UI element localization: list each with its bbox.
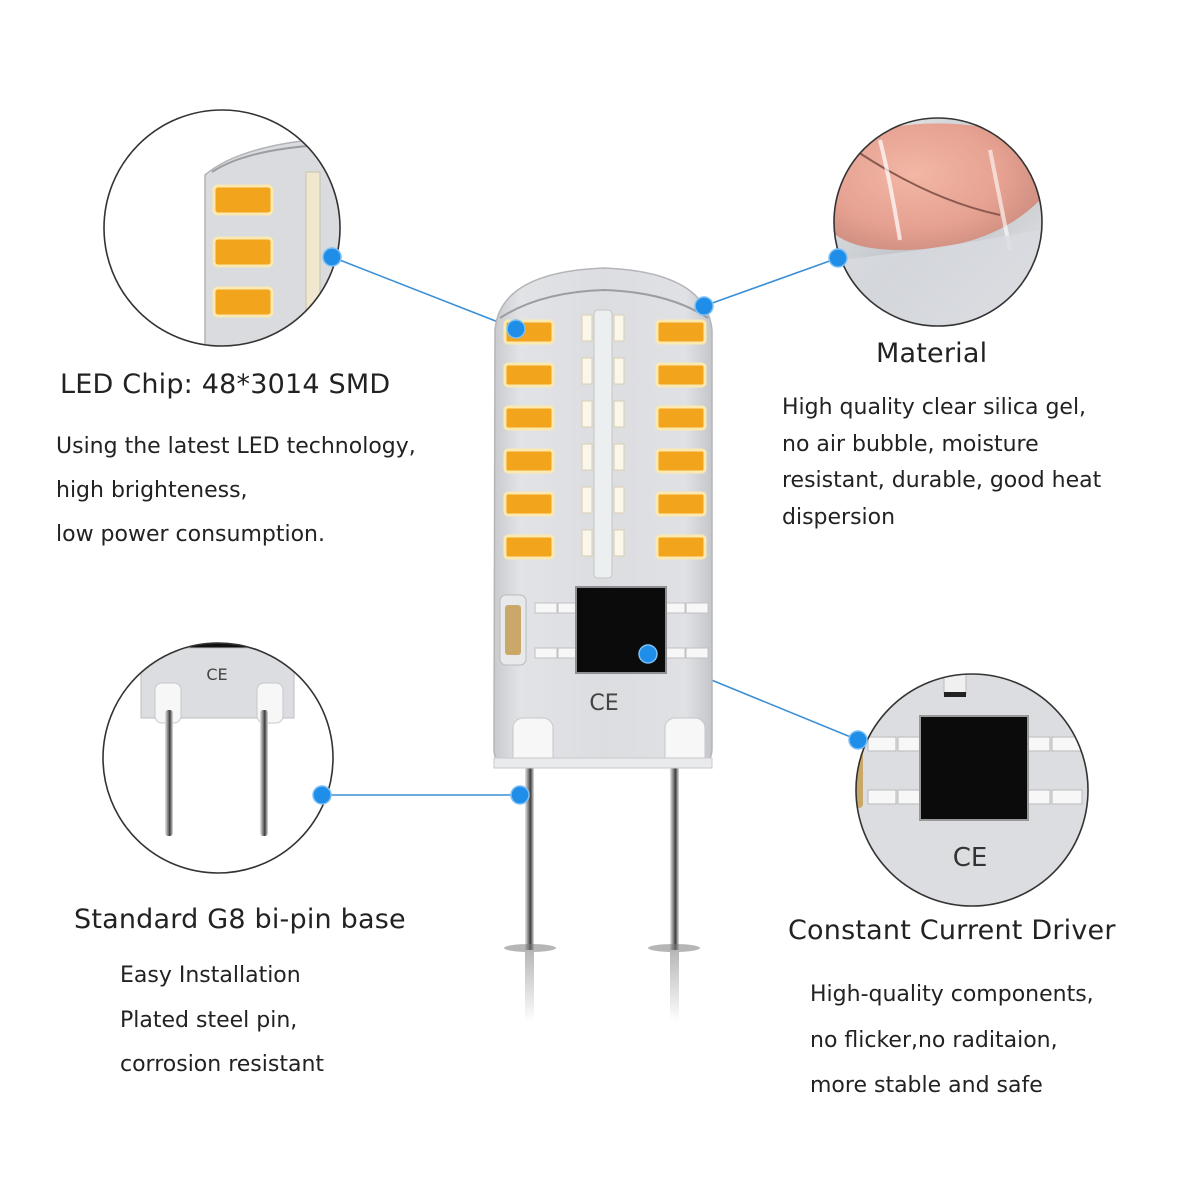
- center-spine: [593, 309, 613, 579]
- led-chip: [503, 491, 555, 517]
- feature-title-material: Material: [876, 338, 988, 369]
- feature-line: resistant, durable, good heat: [782, 468, 1102, 493]
- feature-line: corrosion resistant: [120, 1052, 325, 1077]
- bulb-ce-marking: CE: [589, 691, 618, 716]
- side-led-chip: [581, 486, 593, 514]
- connector-material: [703, 257, 839, 307]
- feature-line: High quality clear silica gel,: [782, 395, 1087, 420]
- capacitor: [505, 605, 521, 655]
- inset-led-chip: [103, 109, 341, 347]
- feature-desc-driver: High-quality components, no flicker,no r…: [810, 972, 1094, 1109]
- feature-line: Easy Installation: [120, 963, 301, 988]
- callout-dots: [312, 247, 868, 805]
- side-led-chip: [581, 529, 593, 557]
- dot-led-bulb: [506, 319, 526, 339]
- dot-base-inset: [312, 785, 332, 805]
- inset-led-chip-3: [212, 286, 274, 318]
- feature-line: low power consumption.: [56, 522, 325, 547]
- side-led-chip: [613, 400, 625, 428]
- led-chip: [655, 491, 707, 517]
- pin-left: [525, 760, 534, 950]
- feature-title-led-chip: LED Chip: 48*3014 SMD: [60, 369, 391, 400]
- side-led-chip: [613, 529, 625, 557]
- led-chip: [655, 319, 707, 345]
- feature-line: no flicker,no raditaion,: [810, 1027, 1058, 1053]
- led-chip: [655, 362, 707, 388]
- pin-reflection-left: [525, 952, 534, 1022]
- led-chip: [503, 534, 555, 560]
- dot-base-bulb: [510, 785, 530, 805]
- inset-base-ce-marking: CE: [206, 665, 227, 684]
- feature-desc-material: High quality clear silica gel, no air bu…: [782, 390, 1101, 536]
- feature-title-base: Standard G8 bi-pin base: [74, 904, 406, 935]
- inset-base: CE: [102, 642, 334, 874]
- feature-line: no air bubble, moisture: [782, 431, 1039, 457]
- feature-title-driver: Constant Current Driver: [788, 915, 1116, 946]
- led-chip: [655, 448, 707, 474]
- inset-material: [833, 117, 1043, 327]
- connector-led: [331, 256, 517, 330]
- led-chip: [503, 405, 555, 431]
- inset-driver-ce-marking: CE: [953, 843, 988, 873]
- side-led-chip: [581, 443, 593, 471]
- feature-desc-led-chip: Using the latest LED technology, high br…: [56, 425, 416, 557]
- dot-led-inset: [322, 247, 342, 267]
- inset-driver: CE: [855, 673, 1089, 907]
- side-led-chip: [581, 400, 593, 428]
- pin-right: [670, 760, 679, 950]
- feature-line: Plated steel pin,: [120, 1007, 298, 1033]
- dot-material-bulb: [694, 296, 714, 316]
- side-led-chip: [613, 357, 625, 385]
- side-led-chip: [613, 486, 625, 514]
- inset-pin-right: [260, 710, 268, 836]
- driver-ic-chip: [575, 586, 667, 674]
- feature-line: dispersion: [782, 504, 896, 530]
- center-led-strip: [581, 314, 625, 557]
- feature-line: high brighteness,: [56, 478, 248, 503]
- side-led-chip: [613, 314, 625, 342]
- dot-driver-inset: [848, 730, 868, 750]
- bulb-pins: [504, 760, 700, 1022]
- dot-driver-bulb: [638, 644, 658, 664]
- g8-led-bulb: CE: [493, 267, 713, 1022]
- feature-line: Using the latest LED technology,: [56, 434, 416, 459]
- feature-line: more stable and safe: [810, 1073, 1043, 1098]
- side-led-chip: [581, 314, 593, 342]
- led-chip: [503, 362, 555, 388]
- feature-line: High-quality components,: [810, 982, 1094, 1007]
- inset-led-chip-1: [212, 184, 274, 216]
- led-chip: [655, 405, 707, 431]
- led-chip: [655, 534, 707, 560]
- inset-led-chip-2: [212, 236, 274, 268]
- dot-material-inset: [828, 248, 848, 268]
- side-led-chip: [581, 357, 593, 385]
- inset-pin-left: [165, 710, 173, 836]
- led-chip-array: [503, 319, 707, 560]
- inset-driver-ic: [919, 715, 1029, 821]
- feature-desc-base: Easy Installation Plated steel pin, corr…: [120, 954, 324, 1088]
- pin-reflection-right: [670, 952, 679, 1022]
- led-chip: [503, 448, 555, 474]
- side-led-chip: [613, 443, 625, 471]
